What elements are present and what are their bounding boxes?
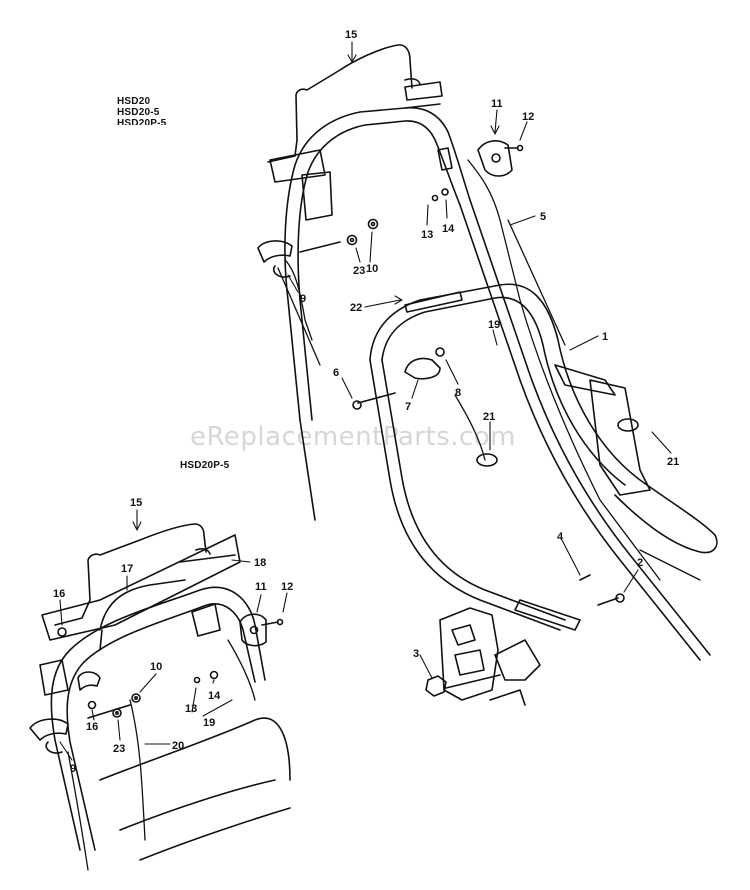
callout: 4: [557, 531, 564, 543]
callout: 9: [300, 293, 306, 305]
callout: 21: [483, 411, 495, 423]
lower-handle: [369, 199, 718, 661]
callout: 3: [413, 648, 419, 660]
callout: 7: [405, 401, 411, 413]
callout: 16: [53, 588, 65, 600]
bottom-hardware: [29, 613, 284, 754]
callout: 23: [353, 265, 365, 277]
callout: 9: [70, 763, 76, 775]
model-label: HSD20-5: [117, 107, 160, 118]
callout: 16: [86, 721, 98, 733]
callout: 10: [366, 263, 378, 275]
callout: 2: [637, 557, 643, 569]
callout: 20: [172, 740, 184, 752]
control-cables: [277, 159, 701, 581]
callout: 6: [333, 367, 339, 379]
callout: 11: [491, 98, 503, 110]
callout: 1: [602, 331, 608, 343]
callout: 10: [150, 661, 162, 673]
watermark: eReplacementParts.com: [190, 422, 517, 452]
callouts-bottom: 15 18 17 16 11 12 10 13 14 16 19 23 20 9: [53, 497, 293, 775]
callouts-top: 15 11 12 5 13 14 23 10 9 22 19 1 6 7 8 2…: [300, 29, 679, 660]
upper-handle-assembly: [269, 81, 471, 521]
callout: 13: [185, 703, 197, 715]
callout: 11: [255, 581, 267, 593]
upper-hardware: [257, 44, 639, 697]
callout: 23: [113, 743, 125, 755]
callout: 15: [345, 29, 357, 41]
callout: 5: [540, 211, 546, 223]
handle-bracket: [439, 599, 581, 706]
model-label: HSD20P-5: [117, 118, 167, 125]
model-list-top: HSD20 HSD20-5 HSD20P-5: [117, 96, 166, 125]
callout: 19: [203, 717, 215, 729]
model-label: HSD20: [117, 96, 151, 107]
bottom-handle-assembly: [39, 523, 291, 871]
callout: 12: [522, 111, 534, 123]
callout: 18: [254, 557, 266, 569]
callout: 17: [121, 563, 133, 575]
callout: 12: [281, 581, 293, 593]
callout: 14: [208, 690, 221, 702]
callout: 8: [455, 387, 461, 399]
callout-leaders: [59, 41, 672, 761]
callout: 15: [130, 497, 142, 509]
callout: 22: [350, 302, 362, 314]
model-label-bottom: HSD20P-5: [180, 460, 230, 471]
callout: 21: [667, 456, 679, 468]
callout: 13: [421, 229, 433, 241]
callout: 14: [442, 223, 455, 235]
callout: 19: [488, 319, 500, 331]
